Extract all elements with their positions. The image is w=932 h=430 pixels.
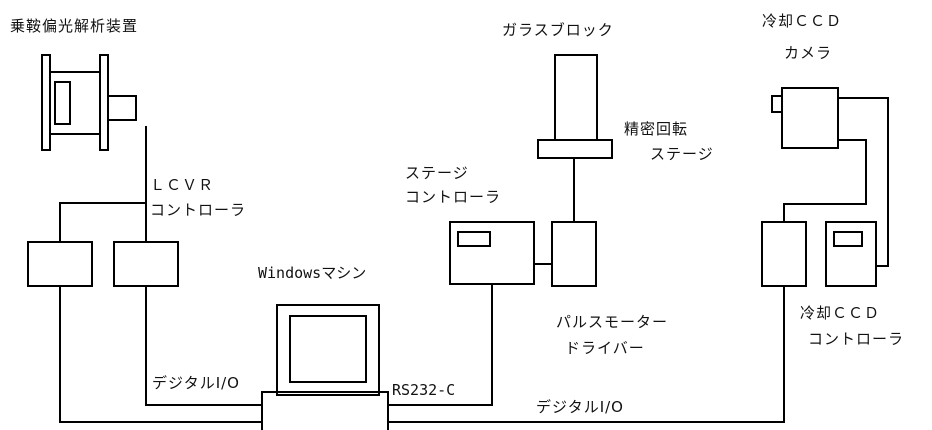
lcvr-label-line2: コントローラ	[150, 201, 247, 219]
stage-controller-label-line2: コントローラ	[405, 188, 502, 206]
pulse-motor-label-line1: パルスモーター	[556, 313, 669, 331]
precision-rotation-label-line2: ステージ	[650, 145, 714, 163]
pulse-motor-label-line2: ドライバー	[565, 339, 645, 357]
ccd-controller-box-1	[761, 221, 807, 287]
lcvr-controller-box-1	[27, 241, 93, 287]
digital-io-left-label: デジタルI/O	[152, 374, 240, 392]
ellipsometer-device	[41, 54, 137, 151]
ccd-controller-label-line2: コントローラ	[808, 330, 905, 348]
ccd-camera	[771, 87, 839, 149]
ellipsometer-label: 乗鞍偏光解析装置	[10, 17, 139, 35]
glass-block	[554, 54, 598, 141]
ccd-controller-box-2	[825, 221, 877, 287]
stage-controller	[449, 221, 535, 285]
ccd-camera-label-line1: 冷却ＣＣＤ	[762, 12, 843, 30]
digital-io-right-label: デジタルI/O	[536, 398, 624, 416]
connection-lines	[59, 97, 889, 423]
ccd-camera-label-line2: カメラ	[784, 44, 833, 62]
glass-block-label: ガラスブロック	[502, 21, 614, 39]
windows-machine	[261, 304, 389, 430]
lcvr-label-line1: ＬＣＶＲ	[150, 176, 215, 194]
pulse-motor-driver	[551, 221, 597, 287]
ccd-controller-label-line1: 冷却ＣＣＤ	[800, 304, 881, 322]
rs232c-label: RS232-C	[392, 381, 456, 399]
windows-machine-label: Windowsマシン	[258, 264, 367, 282]
stage-controller-label-line1: ステージ	[405, 164, 469, 182]
precision-rotation-label-line1: 精密回転	[624, 120, 689, 138]
precision-rotation-stage	[537, 139, 613, 159]
lcvr-controller-box-2	[113, 241, 179, 287]
